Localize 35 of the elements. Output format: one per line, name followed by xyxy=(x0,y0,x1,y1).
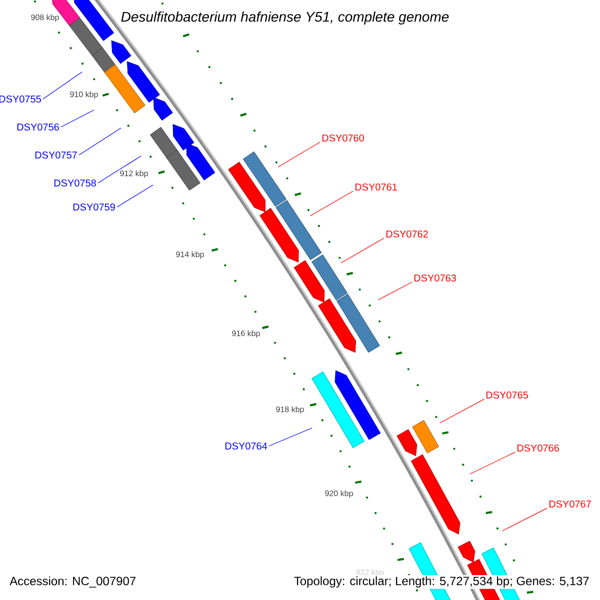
leader-line xyxy=(502,508,548,532)
leader-line xyxy=(78,128,122,156)
accession-text: Accession: NC_007907 xyxy=(10,576,136,588)
leader-line xyxy=(98,156,142,184)
tick-label: 918 kbp xyxy=(275,406,305,414)
gene-label: DSY0765 xyxy=(486,391,528,399)
leader-line xyxy=(470,452,516,474)
gene-label: DSY0757 xyxy=(35,151,77,159)
gene-label: DSY0766 xyxy=(517,444,559,452)
gene-label: DSY0756 xyxy=(17,123,59,131)
gene-label: DSY0767 xyxy=(549,500,591,508)
gene-label: DSY0764 xyxy=(225,442,268,450)
leader-line xyxy=(278,142,320,168)
gene-label: DSY0760 xyxy=(322,134,364,142)
title: Desulfitobacterium hafniense Y51, complete genome xyxy=(119,10,451,26)
tick-label: 914 kbp xyxy=(175,250,205,260)
leader-line xyxy=(268,428,312,446)
leader-line xyxy=(440,398,484,424)
tick-label: 912 kbp xyxy=(119,170,149,178)
tick-label: 910 kbp xyxy=(69,90,99,100)
gene-label: DSY0758 xyxy=(54,179,96,187)
gene-label: DSY0763 xyxy=(414,274,456,282)
gene-label: DSY0761 xyxy=(355,183,397,191)
leader-line xyxy=(42,72,82,100)
leader-line xyxy=(310,190,354,216)
leader-line xyxy=(340,238,384,264)
tick-label: 908 kbp xyxy=(30,14,60,22)
leader-line xyxy=(116,184,154,208)
gene-label: DSY0762 xyxy=(386,230,428,238)
tick-label: 916 kbp xyxy=(231,330,261,338)
leader-line xyxy=(60,110,94,128)
genome-summary-text: Topology: circular; Length: 5,727,534 bp; Genes: 5,137 xyxy=(292,575,591,589)
tick-label: 920 kbp xyxy=(324,490,354,498)
leader-line xyxy=(378,282,412,300)
gene-label: DSY0759 xyxy=(73,203,115,211)
